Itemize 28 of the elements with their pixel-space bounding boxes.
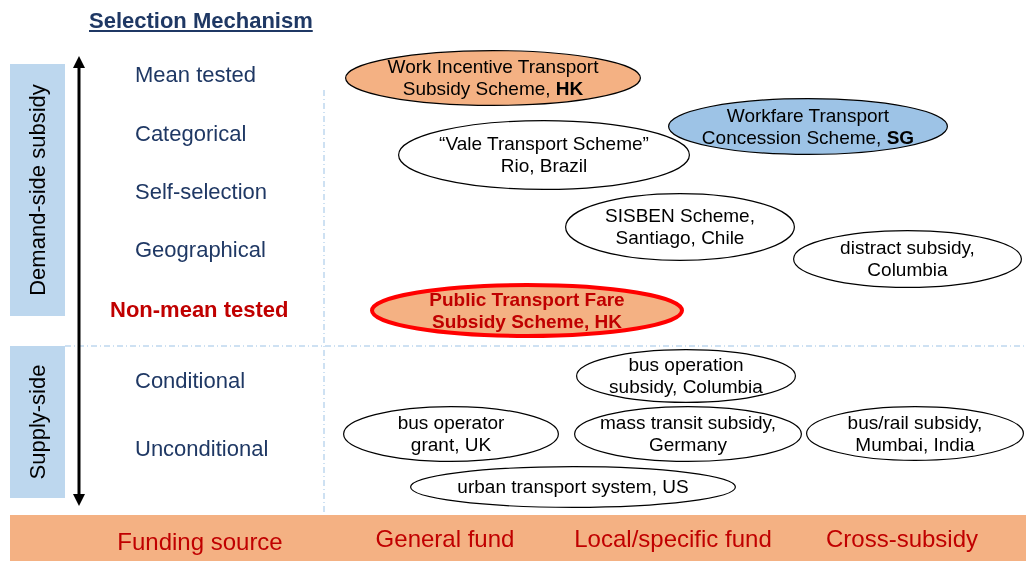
row-label: Categorical — [135, 121, 247, 147]
row-label: Mean tested — [135, 62, 257, 88]
band-label: General fund — [375, 525, 515, 553]
side-band — [10, 346, 65, 498]
scheme-ellipse: “Vale Transport Scheme” Rio, Brazil — [398, 120, 690, 190]
scheme-ellipse: bus operation subsidy, Columbia — [576, 349, 796, 403]
band-label: Local/specific fund — [574, 525, 772, 553]
row-label: Geographical — [135, 237, 266, 263]
band-label: Demand-side subsidy — [24, 84, 51, 296]
scheme-ellipse: urban transport system, US — [410, 466, 736, 508]
row-label: Unconditional — [135, 436, 269, 462]
row-label: Conditional — [135, 368, 246, 394]
funding-band — [10, 515, 1026, 561]
scheme-ellipse: Workfare Transport Concession Scheme, SG — [668, 98, 948, 155]
heading: Selection Mechanism — [89, 8, 313, 34]
scheme-ellipse: SISBEN Scheme, Santiago, Chile — [565, 193, 795, 261]
scheme-ellipse: mass transit subsidy, Germany — [574, 406, 802, 462]
band-label: Cross-subsidy — [826, 525, 978, 553]
band-label: Funding source — [117, 528, 283, 556]
band-label: Supply-side — [24, 364, 51, 480]
row-label: Self-selection — [135, 179, 268, 205]
side-band — [10, 64, 65, 316]
scheme-ellipse: Public Transport Fare Subsidy Scheme, HK — [370, 283, 684, 338]
scheme-ellipse: distract subsidy, Columbia — [793, 230, 1022, 288]
row-label: Non-mean tested — [110, 297, 289, 323]
scheme-ellipse: Work Incentive Transport Subsidy Scheme, HK — [345, 50, 641, 106]
scheme-ellipse: bus operator grant, UK — [343, 406, 559, 462]
scheme-ellipse: bus/rail subsidy, Mumbai, India — [806, 406, 1024, 461]
